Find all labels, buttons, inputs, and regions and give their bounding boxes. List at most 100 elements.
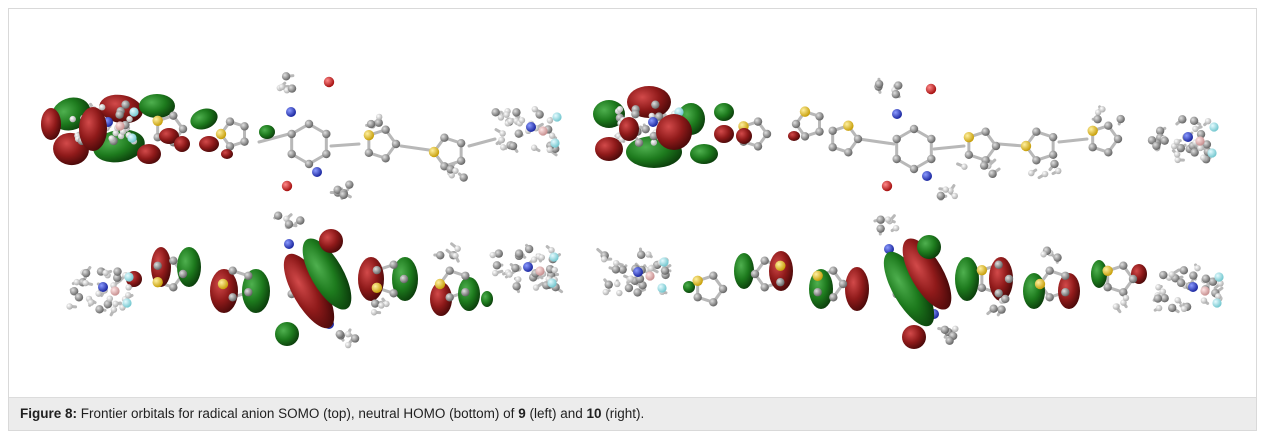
carbon-atom	[322, 149, 331, 159]
orbital-lobe-positive	[430, 282, 452, 316]
carbon-atom	[909, 124, 919, 134]
orbital-lobe-positive	[736, 128, 752, 144]
carbon-atom	[514, 249, 524, 258]
sulfur-atom	[799, 106, 811, 117]
carbon-atom	[178, 269, 188, 279]
carbon-atom	[1176, 143, 1186, 153]
carbon-atom	[815, 112, 824, 121]
hydrogen-atom	[1174, 296, 1181, 304]
carbon-atom	[103, 299, 113, 309]
carbon-atom	[838, 279, 848, 289]
orbital-lobe-positive	[714, 125, 734, 143]
caption-text-2: (left) and	[525, 406, 587, 421]
oxygen-atom	[925, 83, 937, 95]
orbital-lobe-negative	[883, 251, 935, 327]
carbon-atom	[1179, 266, 1189, 275]
orbital-lobe-negative	[955, 257, 979, 301]
hydrogen-atom	[1041, 170, 1049, 178]
hydrogen-atom	[452, 167, 459, 174]
hydrogen-atom	[548, 132, 556, 139]
hydrogen-atom	[1120, 299, 1127, 306]
carbon-atom	[1032, 127, 1041, 136]
hydrogen-atom	[1112, 303, 1120, 310]
hydrogen-atom	[1028, 169, 1035, 177]
oxygen-atom	[881, 180, 893, 192]
carbon-atom	[225, 142, 235, 151]
hydrogen-atom	[1099, 106, 1106, 113]
carbon-atom	[1103, 283, 1112, 292]
carbon-atom	[1190, 148, 1199, 157]
carbon-atom	[1104, 121, 1113, 130]
carbon-atom	[651, 100, 660, 109]
carbon-atom	[936, 191, 946, 201]
carbon-atom	[389, 260, 398, 269]
carbon-atom	[339, 190, 348, 200]
carbon-atom	[1152, 141, 1161, 150]
nitrogen-atom	[633, 267, 643, 277]
carbon-atom	[760, 283, 769, 292]
carbon-atom	[876, 215, 885, 224]
carbon-atom	[981, 127, 990, 136]
carbon-atom	[1178, 115, 1187, 124]
carbon-atom	[514, 129, 523, 138]
orbital-lobe-negative	[242, 269, 270, 313]
carbon-atom	[750, 269, 760, 279]
hydrogen-atom	[498, 136, 505, 144]
carbon-atom	[1202, 140, 1212, 149]
carbon-atom	[964, 150, 974, 160]
hydrogen-atom	[531, 105, 539, 113]
molecular-orbitals-graphic	[41, 72, 1224, 349]
hydrogen-atom	[538, 254, 546, 261]
carbon-atom	[456, 138, 466, 148]
hydrogen-atom	[87, 299, 95, 306]
figure-label: Figure 8:	[20, 406, 78, 421]
carbon-atom	[1119, 288, 1128, 297]
hydrogen-atom	[125, 292, 132, 299]
carbon-atom	[693, 293, 702, 302]
sulfur-atom	[217, 278, 229, 290]
caption-text-1: Frontier orbitals for radical anion SOMO…	[80, 406, 519, 421]
hydrogen-atom	[497, 114, 505, 121]
orbital-lobe-negative	[275, 322, 299, 346]
bond	[257, 132, 291, 144]
carbon-atom	[287, 129, 296, 139]
carbon-atom	[753, 142, 763, 151]
carbon-atom	[366, 119, 376, 129]
hydrogen-atom	[1055, 167, 1062, 175]
orbital-lobe-positive	[159, 128, 179, 144]
bond	[997, 142, 1026, 148]
hydrogen-atom	[448, 172, 455, 179]
orbital-lobe-positive	[79, 107, 107, 151]
carbon-atom	[1160, 136, 1169, 145]
carbon-atom	[381, 125, 390, 134]
hydrogen-atom	[112, 300, 119, 308]
carbon-atom	[456, 156, 466, 166]
sulfur-atom	[371, 282, 383, 294]
carbon-atom	[372, 265, 382, 275]
carbon-atom	[776, 278, 785, 287]
carbon-atom	[281, 72, 291, 81]
hydrogen-atom	[645, 251, 652, 258]
hydrogen-atom	[126, 115, 133, 123]
hydrogen-atom	[1194, 264, 1201, 272]
carbon-atom	[1128, 274, 1138, 284]
compound-10-label: 10	[586, 406, 602, 421]
carbon-atom	[1001, 294, 1010, 304]
sulfur-atom	[428, 146, 440, 158]
orbital-lobe-negative	[190, 108, 218, 130]
carbon-atom	[709, 298, 718, 307]
nitrogen-atom	[1188, 282, 1198, 292]
carbon-atom	[611, 265, 621, 274]
sulfur-atom	[363, 129, 375, 141]
hydrogen-atom	[95, 290, 102, 297]
sulfur-atom	[963, 131, 975, 143]
orbital-lobe-positive	[769, 251, 793, 291]
carbon-atom	[1153, 294, 1163, 303]
hydrogen-atom	[112, 129, 119, 137]
sulfur-atom	[812, 270, 823, 281]
hydrogen-atom	[647, 265, 655, 272]
carbon-atom	[631, 109, 640, 119]
sulfur-atom	[1087, 125, 1098, 136]
hydrogen-atom	[961, 163, 968, 170]
figure-caption: Figure 8: Frontier orbitals for radical …	[9, 397, 1256, 430]
